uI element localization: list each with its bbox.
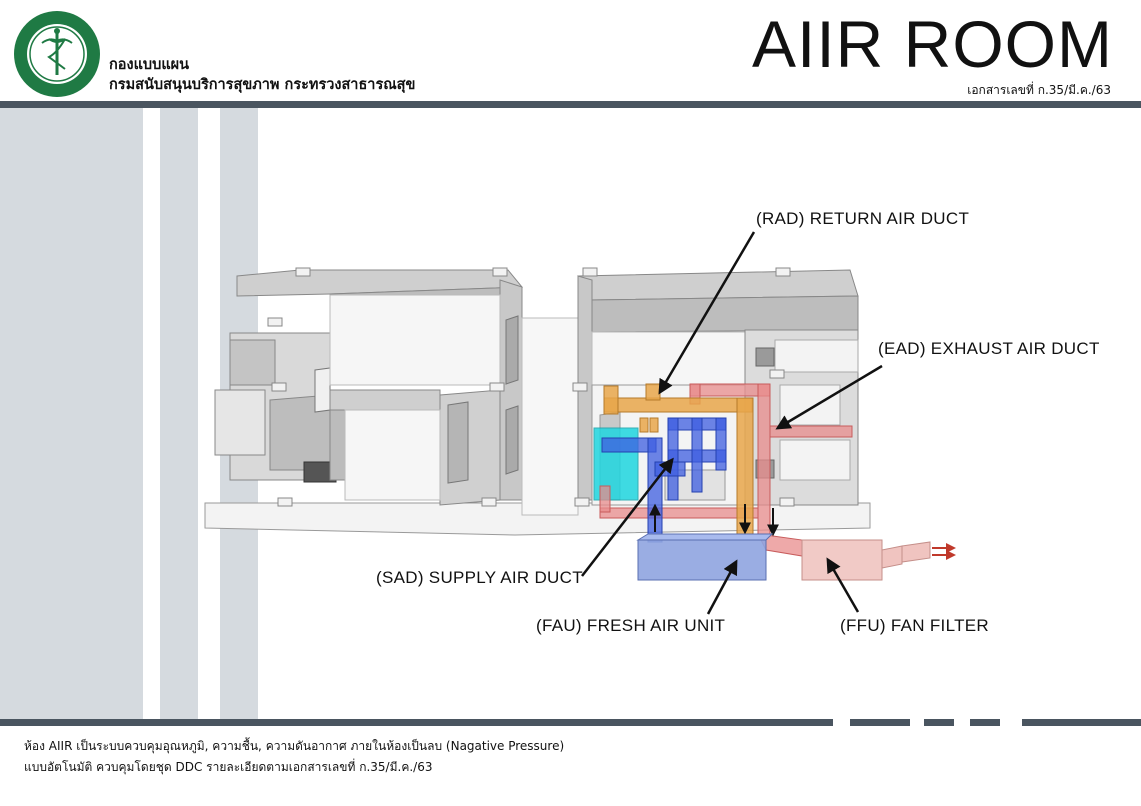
footer-divider xyxy=(0,719,833,726)
footer-divider-dash-4 xyxy=(1022,719,1141,726)
label-exhaust-air-duct: (EAD) EXHAUST AIR DUCT xyxy=(878,339,1100,358)
footer-divider-dash-3 xyxy=(970,719,1000,726)
left-building xyxy=(214,267,524,507)
org-line-1: กองแบบแผน xyxy=(109,57,190,73)
footer-line-1: ห้อง AIIR เป็นระบบควบคุมอุณหภูมิ, ความชื… xyxy=(24,739,565,753)
ministry-logo xyxy=(12,9,102,99)
organization-name: กองแบบแผน กรมสนับสนุนบริการสุขภาพ กระทรว… xyxy=(109,55,415,95)
org-line-2: กรมสนับสนุนบริการสุขภาพ กระทรวงสาธารณสุข xyxy=(109,77,416,93)
flow-arrows xyxy=(649,503,779,537)
fresh-air-unit xyxy=(636,533,774,581)
page-title: AIIR ROOM xyxy=(751,7,1113,81)
label-fan-filter: (FFU) FAN FILTER xyxy=(840,616,989,635)
exhaust-air-duct xyxy=(599,383,853,557)
callout-arrows xyxy=(581,231,883,615)
label-return-air-duct: (RAD) RETURN AIR DUCT xyxy=(756,209,970,228)
footer-line-2: แบบอัตโนมัติ ควบคุมโดยชุด DDC รายละเอียด… xyxy=(24,760,433,774)
fan-filter xyxy=(801,539,956,581)
footer-note: ห้อง AIIR เป็นระบบควบคุมอุณหภูมิ, ความชื… xyxy=(24,736,564,778)
footer-divider-dash-2 xyxy=(924,719,954,726)
footer-divider-dash-1 xyxy=(850,719,910,726)
document-reference: เอกสารเลขที่ ก.35/มี.ค./63 xyxy=(967,83,1111,97)
label-fresh-air-unit: (FAU) FRESH AIR UNIT xyxy=(536,616,726,635)
header-divider xyxy=(0,101,1141,108)
label-supply-air-duct: (SAD) SUPPLY AIR DUCT xyxy=(376,568,583,587)
